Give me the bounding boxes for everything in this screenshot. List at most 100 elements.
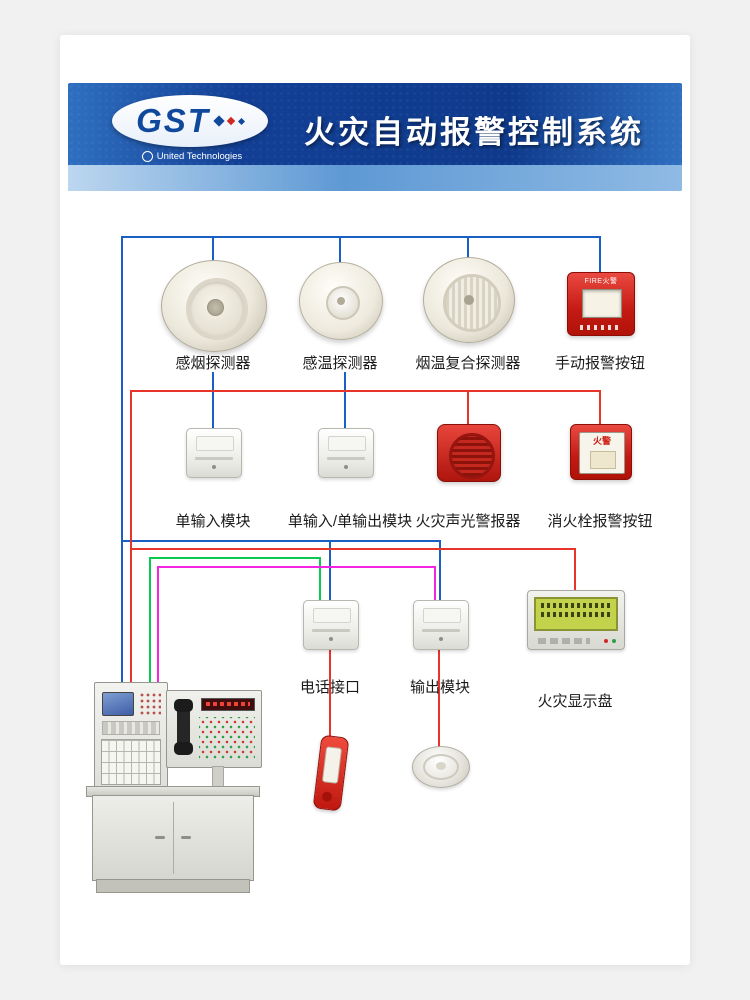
wire-blue-drop-io-module	[344, 372, 346, 430]
logo-text: GST	[136, 102, 210, 139]
console-key-strip	[102, 721, 160, 735]
gst-logo: GST United Technologies	[112, 95, 272, 162]
label-input-module: 单输入模块	[175, 513, 251, 530]
logo-diamond-icon	[226, 116, 236, 126]
smoke-detector-center	[207, 299, 224, 316]
module-led	[439, 637, 443, 641]
hydrant-button: 火警	[570, 424, 632, 480]
logo-diamond-icon	[213, 115, 225, 127]
hydrant-button-badge: 火警	[592, 436, 611, 446]
output-module	[413, 600, 469, 650]
sounder-grille	[449, 433, 495, 479]
wire-green-bus	[149, 557, 321, 559]
cabinet-handle	[181, 836, 191, 839]
label-manual-call-point: 手动报警按钮	[554, 355, 646, 372]
header-banner: GST United Technologies 火灾自动报警控制系统	[68, 83, 682, 191]
wire-blue-left-riser	[121, 236, 123, 684]
wire-red-speaker-link	[438, 648, 440, 748]
wire-magenta-drop-output-module	[434, 566, 436, 600]
wire-blue-drop-heat	[339, 236, 341, 265]
lcd-text-row	[541, 612, 611, 617]
wire-blue-drop-mcp	[599, 236, 601, 274]
label-hydrant-button: 消火栓报警按钮	[547, 513, 653, 530]
module-plate	[423, 608, 461, 623]
label-io-module: 单输入/单输出模块	[287, 513, 413, 530]
console-digital-display	[201, 698, 255, 711]
wire-red-phone-link	[329, 648, 331, 740]
manual-call-point-footer	[580, 325, 622, 330]
hydrant-button-plate: 火警	[579, 432, 625, 474]
heat-detector	[299, 262, 383, 340]
globe-icon	[141, 151, 153, 162]
smoke-detector	[161, 260, 267, 352]
module-led	[344, 465, 348, 469]
wire-blue-drop-output-module	[439, 540, 441, 600]
console-switch-bank	[101, 739, 161, 785]
module-led	[329, 637, 333, 641]
wire-blue-drop-input-module	[212, 372, 214, 430]
wire-magenta-bus	[157, 566, 436, 568]
label-sounder-strobe: 火灾声光警报器	[415, 513, 521, 530]
wire-red-display-bus	[130, 548, 576, 550]
wire-blue-drop-smoke	[212, 236, 214, 262]
wire-green-riser	[149, 557, 151, 684]
wire-magenta-riser	[157, 566, 159, 684]
wire-red-left-riser	[130, 390, 132, 684]
wire-blue-drop-phone-jack	[329, 540, 331, 600]
module-slot	[327, 457, 365, 460]
module-slot	[422, 629, 460, 632]
manual-call-point: FIRE火警	[567, 272, 635, 336]
console-indicator-leds	[199, 717, 255, 759]
lcd-text-row	[541, 603, 611, 608]
module-slot	[195, 457, 233, 460]
phone-jack-module	[303, 600, 359, 650]
manual-call-point-badge: FIRE火警	[584, 278, 618, 285]
logo-subtext: United Technologies	[112, 151, 272, 162]
logo-subtext-text: United Technologies	[156, 151, 243, 162]
wire-green-drop-phone-jack	[319, 557, 321, 600]
module-plate	[313, 608, 351, 623]
module-slot	[312, 629, 350, 632]
fire-display-panel	[527, 590, 625, 650]
display-panel-red-led	[604, 639, 608, 643]
wire-blue-top-bus	[121, 236, 601, 238]
wire-red-bus	[130, 390, 600, 392]
module-led	[212, 465, 216, 469]
manual-call-point-glass	[582, 289, 622, 318]
poster-title: 火灾自动报警控制系统	[304, 115, 644, 150]
ceiling-speaker	[412, 746, 470, 788]
sounder-strobe	[437, 424, 501, 482]
console-lcd-screen	[102, 692, 134, 716]
console-right-panel	[166, 690, 262, 768]
console-left-panel	[94, 682, 168, 790]
console-cabinet	[92, 795, 254, 881]
label-combo-detector: 烟温复合探测器	[415, 355, 521, 372]
module-plate	[196, 436, 234, 451]
display-panel-lcd	[534, 597, 618, 631]
cabinet-handle	[155, 836, 165, 839]
wire-red-drop-hydrant	[599, 390, 601, 424]
wire-blue-drop-combo	[467, 236, 469, 260]
logo-diamond-icon	[237, 117, 245, 125]
module-plate	[328, 436, 366, 451]
hydrant-button-element	[590, 451, 616, 469]
label-phone-jack: 电话接口	[299, 679, 361, 696]
io-module	[318, 428, 374, 478]
display-panel-green-led	[612, 639, 616, 643]
console-base	[96, 879, 250, 893]
display-panel-buttons	[538, 638, 590, 644]
console-button-grid	[139, 692, 161, 716]
logo-oval: GST	[112, 95, 268, 147]
wire-red-drop-display	[574, 548, 576, 590]
label-heat-detector: 感温探测器	[302, 355, 378, 372]
banner-bottom-strip	[68, 165, 682, 191]
wire-blue-mid-bus	[121, 540, 441, 542]
heat-detector-center	[337, 297, 345, 305]
label-smoke-detector: 感烟探测器	[175, 355, 251, 372]
combo-detector-center	[464, 295, 474, 305]
label-display-panel: 火灾显示盘	[537, 693, 613, 710]
input-module	[186, 428, 242, 478]
console-telephone-handset	[174, 699, 193, 755]
label-output-module: 输出模块	[409, 679, 471, 696]
